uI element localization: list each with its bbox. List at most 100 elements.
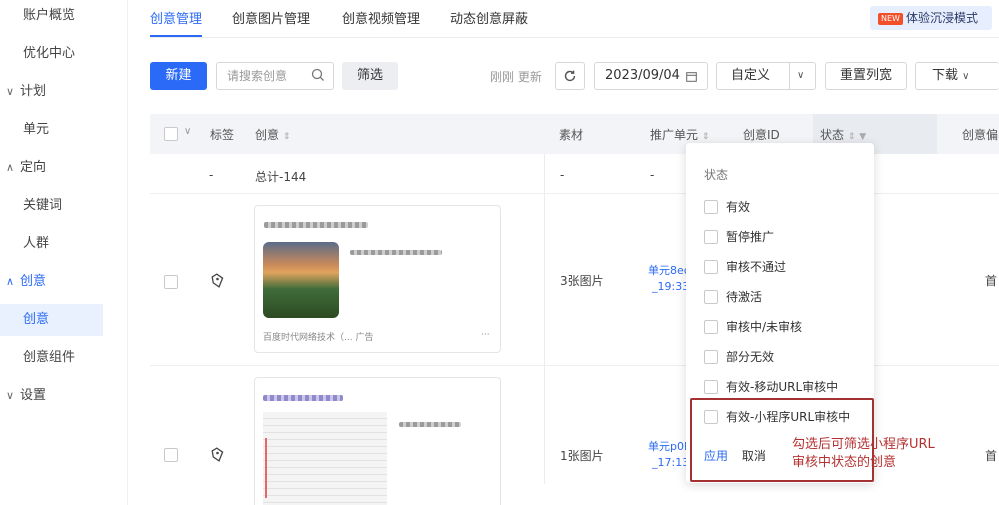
status-option-miniprogram-url-review[interactable]: 有效-小程序URL审核中	[704, 409, 850, 425]
row-divider	[150, 365, 999, 366]
annotation-line: 勾选后可筛选小程序URL	[792, 437, 935, 452]
sort-icon[interactable]: ⇕	[701, 132, 710, 142]
sidebar-item-keywords[interactable]: 关键词	[0, 190, 103, 222]
unit-time: _17:13	[652, 456, 690, 469]
refresh-button[interactable]	[555, 62, 585, 90]
row-checkbox[interactable]	[164, 275, 178, 289]
sidebar-group-plan[interactable]: ∨计划	[0, 76, 103, 108]
new-badge: NEW	[878, 13, 903, 25]
sidebar-item-account-overview[interactable]: 账户概览	[0, 0, 103, 32]
sidebar-divider	[127, 0, 128, 505]
column-header-tag: 标签	[210, 128, 235, 142]
cancel-button[interactable]: 取消	[741, 449, 766, 463]
refresh-icon	[564, 70, 576, 82]
option-label: 有效-小程序URL审核中	[726, 410, 851, 424]
annotation-text: 勾选后可筛选小程序URL 审核中状态的创意	[792, 436, 992, 472]
sidebar-item-creative-components[interactable]: 创意组件	[0, 342, 103, 374]
sidebar-item-creative[interactable]: 创意	[0, 304, 103, 336]
sidebar-item-label: 单元	[23, 122, 50, 137]
tab-creative-videos[interactable]: 创意视频管理	[342, 12, 421, 27]
option-checkbox[interactable]	[704, 380, 718, 394]
sidebar-item-label: 定向	[20, 160, 47, 175]
tab-dynamic-creative-block[interactable]: 动态创意屏蔽	[450, 12, 529, 27]
reset-column-width-button[interactable]: 重置列宽	[825, 62, 907, 90]
creative-preview-card[interactable]	[254, 377, 501, 505]
sidebar-item-unit[interactable]: 单元	[0, 114, 103, 146]
tab-bar	[150, 0, 999, 38]
column-header-label: 推广单元	[650, 128, 699, 142]
chevron-down-icon: ∨	[6, 85, 15, 98]
material-cell: 1张图片	[560, 449, 604, 463]
filter-button[interactable]: 筛选	[342, 62, 398, 90]
option-label: 有效	[726, 200, 751, 214]
select-all-checkbox[interactable]	[164, 127, 178, 141]
column-header-status[interactable]: 状态 ⇕ ▼	[820, 126, 866, 143]
option-checkbox[interactable]	[704, 200, 718, 214]
option-label: 部分无效	[726, 350, 775, 364]
row-status-truncated: 首	[985, 449, 998, 463]
option-label: 暂停推广	[726, 230, 775, 244]
tab-creative-images[interactable]: 创意图片管理	[232, 12, 311, 27]
column-header-unit[interactable]: 推广单元 ⇕	[650, 126, 709, 143]
option-label: 待激活	[726, 290, 763, 304]
sort-icon[interactable]: ⇕	[847, 132, 856, 142]
chevron-down-icon[interactable]: ∨	[184, 126, 192, 137]
sidebar-group-targeting[interactable]: ∧定向	[0, 152, 103, 184]
sidebar-item-label: 账户概览	[23, 8, 76, 23]
sidebar-item-audience[interactable]: 人群	[0, 228, 103, 260]
status-option-paused[interactable]: 暂停推广	[704, 229, 774, 245]
sidebar-item-label: 优化中心	[23, 46, 76, 61]
option-checkbox[interactable]	[704, 260, 718, 274]
dropdown-title: 状态	[704, 168, 729, 182]
sidebar: 账户概览 优化中心 ∨计划 单元 ∧定向 关键词 人群 ∧创意 创意 创意组件 …	[0, 0, 103, 505]
sidebar-group-settings[interactable]: ∨设置	[0, 380, 103, 412]
column-header-creative[interactable]: 创意 ⇕	[255, 126, 290, 143]
creative-preview-card[interactable]: 百度时代网络技术（... 广告 ···	[254, 205, 501, 353]
option-checkbox[interactable]	[704, 230, 718, 244]
advertiser-footer: 百度时代网络技术（... 广告	[263, 333, 374, 343]
chevron-down-icon[interactable]: ∨	[797, 70, 805, 81]
download-button[interactable]: 下载 ∨	[915, 62, 999, 90]
sidebar-group-creative[interactable]: ∧创意	[0, 266, 103, 298]
sidebar-item-label: 创意组件	[23, 350, 76, 365]
creative-thumbnail	[263, 242, 339, 318]
select-divider	[789, 63, 790, 89]
status-option-partially-invalid[interactable]: 部分无效	[704, 349, 774, 365]
search-input[interactable]	[217, 63, 307, 89]
row-divider	[150, 193, 999, 194]
status-option-rejected[interactable]: 审核不通过	[704, 259, 786, 275]
row-checkbox[interactable]	[164, 448, 178, 462]
sidebar-item-label: 创意	[23, 312, 50, 327]
date-picker[interactable]: 2023/09/04	[594, 62, 708, 90]
custom-columns-select[interactable]: 自定义 ∨	[716, 62, 816, 90]
tag-icon[interactable]	[211, 273, 225, 289]
option-checkbox[interactable]	[704, 290, 718, 304]
sidebar-item-label: 关键词	[23, 198, 63, 213]
thumbnail-accent	[265, 438, 267, 498]
chevron-down-icon: ∨	[6, 389, 15, 402]
annotation-line: 审核中状态的创意	[792, 455, 897, 470]
option-checkbox[interactable]	[704, 410, 718, 424]
option-checkbox[interactable]	[704, 350, 718, 364]
apply-button[interactable]: 应用	[704, 449, 729, 463]
new-button[interactable]: 新建	[150, 62, 207, 90]
unit-link[interactable]: 单元p0I	[648, 440, 688, 453]
tag-icon[interactable]	[211, 447, 225, 463]
option-checkbox[interactable]	[704, 320, 718, 334]
filter-icon[interactable]: ▼	[859, 132, 867, 142]
option-label: 有效-移动URL审核中	[726, 380, 839, 394]
search-box	[216, 62, 334, 90]
column-header-material: 素材	[559, 128, 584, 142]
tab-creative-management[interactable]: 创意管理	[150, 12, 203, 27]
status-option-mobile-url-review[interactable]: 有效-移动URL审核中	[704, 379, 838, 395]
more-icon[interactable]: ···	[481, 330, 490, 340]
status-option-valid[interactable]: 有效	[704, 199, 750, 215]
unit-link[interactable]: 单元8ec	[648, 264, 690, 277]
unit-time: _19:33	[652, 280, 690, 293]
status-option-under-review[interactable]: 审核中/未审核	[704, 319, 802, 335]
sidebar-item-optimization-center[interactable]: 优化中心	[0, 38, 103, 70]
status-option-pending-activation[interactable]: 待激活	[704, 289, 762, 305]
sort-icon[interactable]: ⇕	[282, 132, 291, 142]
search-icon[interactable]	[311, 68, 325, 82]
